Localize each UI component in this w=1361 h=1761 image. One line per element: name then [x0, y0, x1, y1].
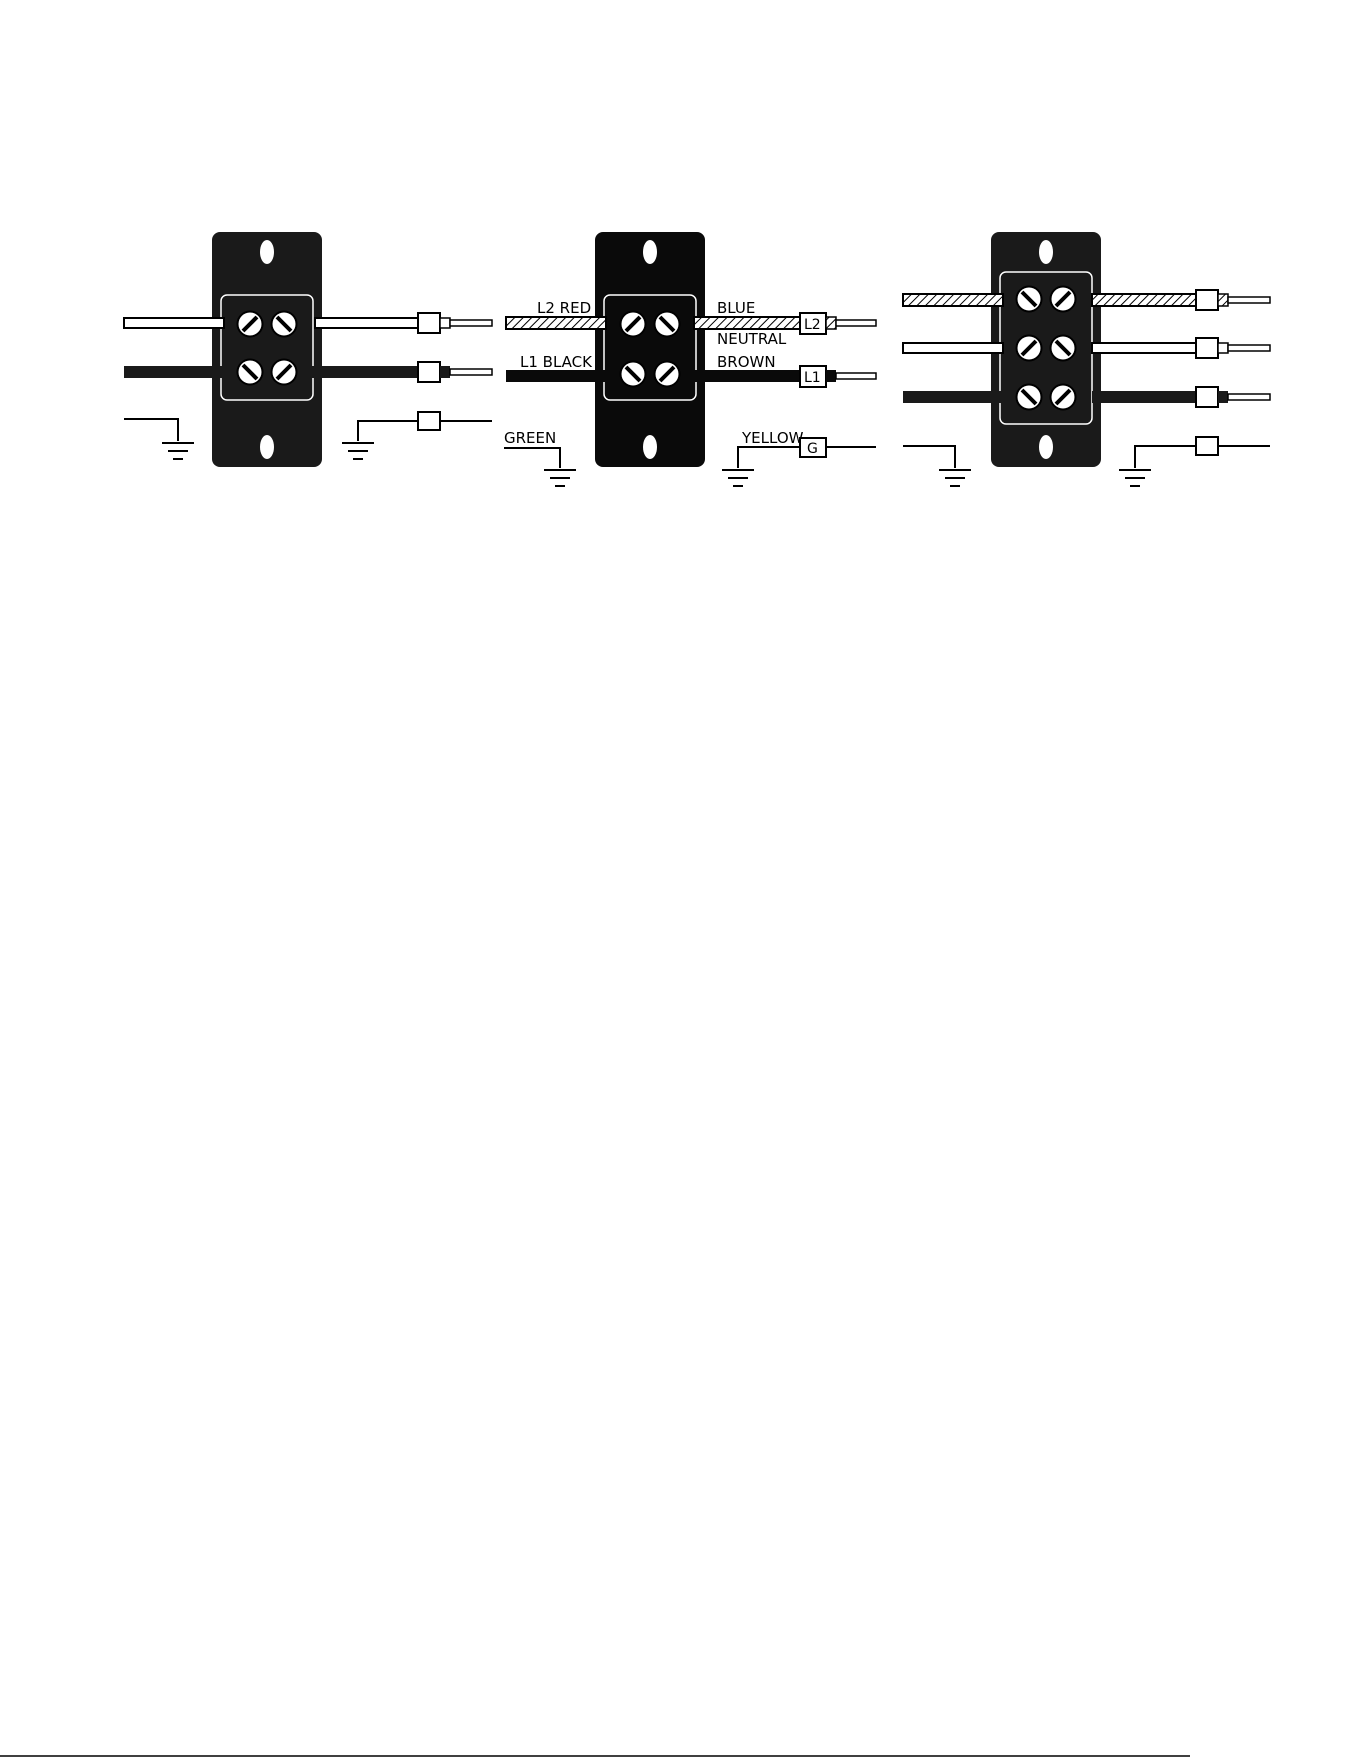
white-wire-left [903, 343, 1003, 353]
screw-icon [238, 312, 263, 337]
white-wire-sleeve [440, 318, 450, 328]
label-brown: BROWN [717, 353, 776, 371]
ground-wire-left [903, 446, 955, 468]
mounting-slot-bottom [643, 435, 657, 459]
red-wire-sleeve [1218, 294, 1228, 306]
screw-icon [655, 362, 680, 387]
screw-icon [1017, 287, 1042, 312]
mounting-slot-bottom [1039, 435, 1053, 459]
screw-icon [655, 312, 680, 337]
black-wire-left [903, 391, 1003, 403]
blue-wire-right [694, 317, 800, 329]
white-wire-tip [1228, 345, 1270, 351]
label-blue: BLUE [717, 299, 755, 317]
white-wire-left [124, 318, 224, 328]
black-wire-ferrule [1196, 387, 1218, 407]
screw-icon [621, 362, 646, 387]
ground-wire-right [1135, 446, 1196, 468]
mounting-slot-bottom [260, 435, 274, 459]
mounting-slot-top [643, 240, 657, 264]
screw-icon [1017, 385, 1042, 410]
diagram-2: L2 RED L1 BLACK L2 L1 BLUE NEUTRAL BROWN… [504, 232, 876, 486]
red-wire-left [506, 317, 606, 329]
black-wire-right [1092, 391, 1196, 403]
terminal-label-l2: L2 [804, 317, 821, 333]
red-wire-right [1092, 294, 1196, 306]
mounting-slot-top [1039, 240, 1053, 264]
ground-wire-right [358, 421, 418, 441]
ground-icon [1119, 470, 1151, 486]
ground-icon [162, 443, 194, 459]
label-green: GREEN [504, 429, 556, 447]
red-wire-left [903, 294, 1003, 306]
ground-icon [342, 443, 374, 459]
screw-icon [621, 312, 646, 337]
terminal-block-body [212, 232, 322, 467]
white-wire-right [315, 318, 418, 328]
ground-wire-left [124, 419, 178, 441]
blue-wire-tip [836, 320, 876, 326]
ground-icon [722, 470, 754, 486]
black-wire-sleeve [440, 366, 450, 378]
label-neutral: NEUTRAL [717, 330, 787, 348]
ground-wire-left [504, 448, 560, 468]
screw-icon [1051, 385, 1076, 410]
red-wire-ferrule [1196, 290, 1218, 310]
black-wire-tip [450, 369, 492, 375]
screw-icon [272, 312, 297, 337]
mounting-slot-top [260, 240, 274, 264]
screw-icon [1051, 287, 1076, 312]
ground-icon [544, 470, 576, 486]
ground-wire-right [738, 447, 800, 468]
white-wire-ferrule [418, 313, 440, 333]
white-wire-sleeve [1218, 343, 1228, 353]
label-l2-red: L2 RED [537, 299, 591, 317]
screw-icon [1017, 336, 1042, 361]
red-wire-tip [1228, 297, 1270, 303]
label-yellow: YELLOW [741, 429, 804, 447]
brown-wire-sleeve [826, 370, 836, 382]
white-wire-tip [450, 320, 492, 326]
terminal-block-body [991, 232, 1101, 467]
label-l1-black: L1 BLACK [520, 353, 593, 371]
ground-icon [939, 470, 971, 486]
diagram-1 [124, 232, 492, 467]
black-wire-right [312, 366, 418, 378]
brown-wire-right [694, 370, 800, 382]
terminal-label-g: G [807, 441, 818, 457]
black-wire-left [124, 366, 224, 378]
black-wire-left [506, 370, 606, 382]
terminal-label-l1: L1 [804, 370, 821, 386]
black-wire-tip [1228, 394, 1270, 400]
black-wire-ferrule [418, 362, 440, 382]
black-wire-sleeve [1218, 391, 1228, 403]
white-wire-ferrule [1196, 338, 1218, 358]
diagram-3 [903, 232, 1270, 486]
screw-icon [238, 360, 263, 385]
ground-ferrule [1196, 437, 1218, 455]
screw-icon [272, 360, 297, 385]
ground-ferrule [418, 412, 440, 430]
brown-wire-tip [836, 373, 876, 379]
white-wire-right [1092, 343, 1196, 353]
terminal-block-body [595, 232, 705, 467]
blue-wire-sleeve [826, 317, 836, 329]
screw-icon [1051, 336, 1076, 361]
